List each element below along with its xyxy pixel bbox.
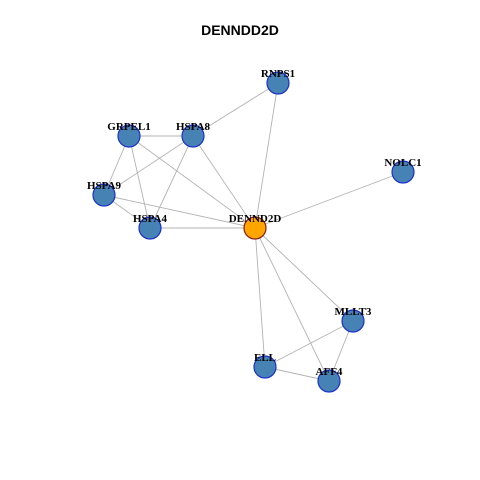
node-label-dennd2d: DENND2D: [229, 213, 282, 225]
nodes-layer: [92, 71, 415, 393]
node-dennd2d: [243, 216, 267, 240]
edges-layer: [103, 82, 404, 382]
node-hspa8: [181, 124, 205, 148]
edge-grpel1-dennd2d: [128, 135, 256, 229]
node-label-hspa4: HSPA4: [133, 213, 168, 225]
node-label-hspa8: HSPA8: [176, 121, 211, 133]
edge-dennd2d-ell: [254, 227, 266, 368]
node-grpel1: [117, 124, 141, 148]
edge-dennd2d-mllt3: [254, 227, 354, 322]
node-aff4: [317, 369, 341, 393]
edge-hspa8-hspa9: [103, 135, 194, 196]
edge-mllt3-ell: [264, 320, 354, 368]
node-hspa9: [92, 183, 116, 207]
edge-hspa9-dennd2d: [103, 194, 256, 229]
edge-hspa8-dennd2d: [192, 135, 256, 229]
node-label-aff4: AFF4: [316, 366, 343, 378]
node-ell: [253, 355, 277, 379]
node-label-ell: ELL: [254, 352, 276, 364]
edge-dennd2d-aff4: [254, 227, 330, 382]
node-label-grpel1: GRPEL1: [107, 121, 150, 133]
node-label-rnps1: RNPS1: [261, 68, 295, 80]
edge-hspa8-hspa4: [149, 135, 194, 229]
edge-rnps1-dennd2d: [254, 82, 279, 229]
node-nolc1: [391, 160, 415, 184]
edge-grpel1-hspa4: [128, 135, 151, 229]
node-rnps1: [266, 71, 290, 95]
node-label-nolc1: NOLC1: [384, 157, 421, 169]
graph-title: DENNDD2D: [201, 22, 279, 38]
edge-rnps1-hspa8: [192, 82, 279, 137]
node-label-hspa9: HSPA9: [87, 180, 122, 192]
edge-nolc1-dennd2d: [254, 171, 404, 229]
node-hspa4: [138, 216, 162, 240]
node-mllt3: [341, 309, 365, 333]
node-label-mllt3: MLLT3: [335, 306, 372, 318]
